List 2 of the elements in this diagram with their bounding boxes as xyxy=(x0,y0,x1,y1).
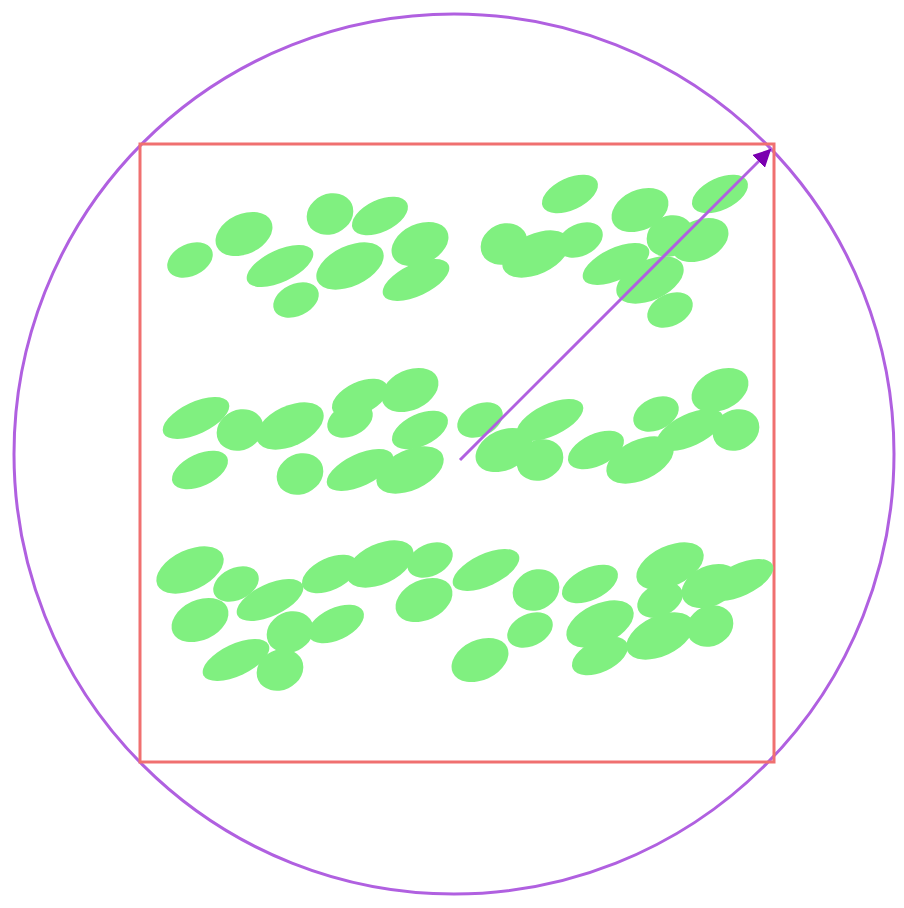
circle-outline xyxy=(12,12,896,896)
square-outline xyxy=(138,142,776,764)
